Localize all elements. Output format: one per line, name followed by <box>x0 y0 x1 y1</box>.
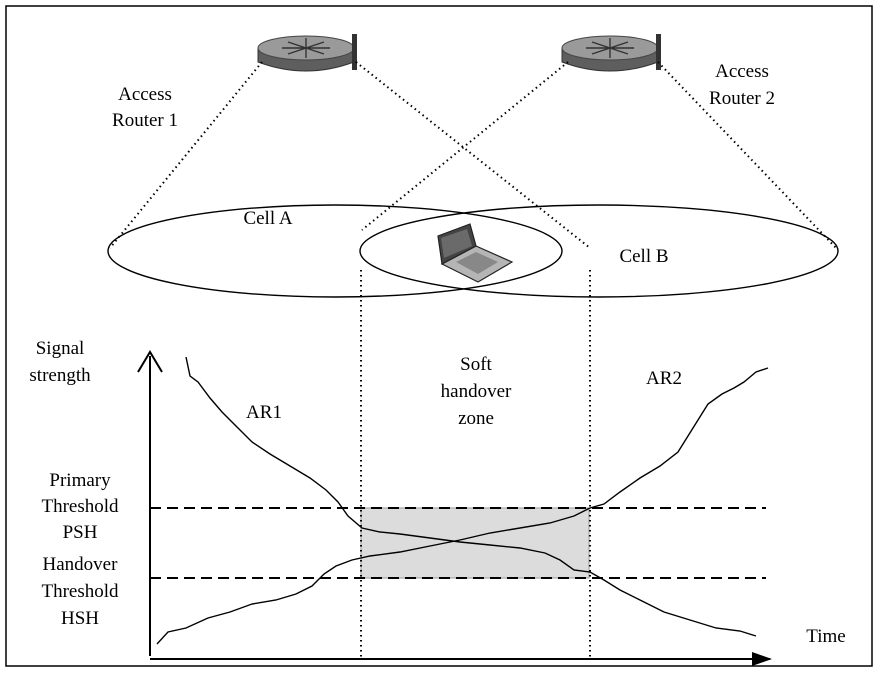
router-2-label-line1: Access <box>715 61 769 82</box>
y-axis <box>137 350 163 656</box>
diagram-border <box>5 5 873 667</box>
zone-label-line1: Soft <box>460 354 492 375</box>
ar1-curve-label: AR1 <box>246 402 282 423</box>
y-axis-label-line2: strength <box>29 365 91 386</box>
x-axis <box>150 652 772 666</box>
laptop-icon <box>437 223 514 283</box>
primary-threshold-label-line3: PSH <box>63 522 98 543</box>
x-axis-label: Time <box>806 626 845 647</box>
cell-a-label: Cell A <box>243 208 292 229</box>
handover-threshold-label-line2: Threshold <box>41 581 119 602</box>
primary-threshold-label-line1: Primary <box>49 470 111 491</box>
handover-threshold-label-line1: Handover <box>43 554 119 575</box>
zone-label-line2: handover <box>441 381 512 402</box>
primary-threshold-label-line2: Threshold <box>41 496 119 517</box>
handover-threshold-label-line3: HSH <box>61 608 99 629</box>
cell-b <box>359 204 839 298</box>
zone-label-line3: zone <box>458 408 494 429</box>
ar1-signal-curve <box>185 356 757 637</box>
router-2-coverage-right <box>657 61 839 251</box>
cell-a <box>107 204 563 298</box>
ar2-signal-curve <box>156 367 769 645</box>
router-2-label-line2: Router 2 <box>709 88 775 109</box>
y-axis-label-line1: Signal <box>36 338 85 359</box>
router-1-label-line1: Access <box>118 84 172 105</box>
cell-b-label: Cell B <box>619 246 668 267</box>
router-2-icon <box>561 34 661 72</box>
router-1-coverage-left <box>109 61 263 249</box>
router-1-icon <box>257 34 357 72</box>
ar2-curve-label: AR2 <box>646 368 682 389</box>
router-1-coverage-right <box>355 61 591 249</box>
router-1-label-line2: Router 1 <box>112 110 178 131</box>
